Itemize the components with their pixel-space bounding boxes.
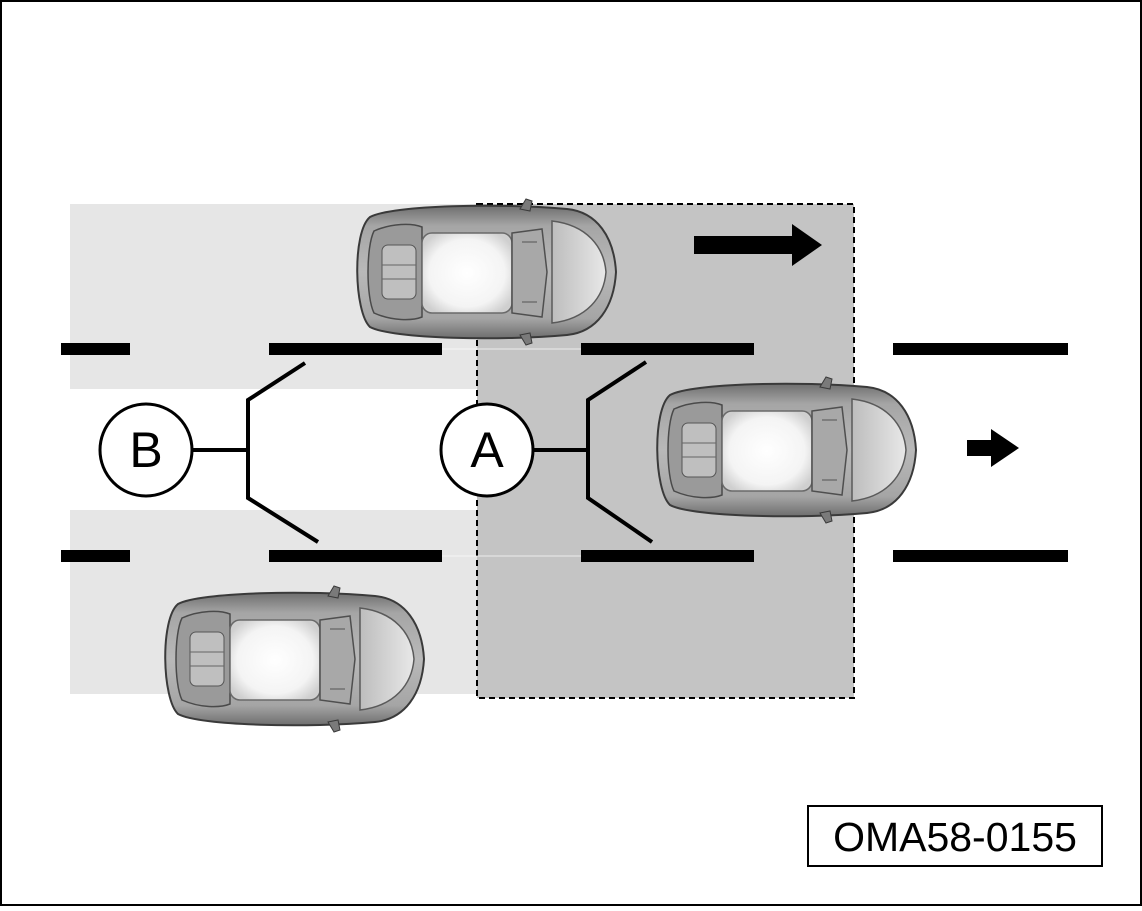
lane-marking-bottom <box>61 550 1068 562</box>
bracket-b <box>193 361 320 544</box>
car-top-view-icon <box>656 376 917 524</box>
car-top-view-icon <box>356 198 617 346</box>
bracket-a <box>533 360 654 544</box>
label-b-text: B <box>129 422 162 478</box>
label-a-text: A <box>470 422 504 478</box>
figure-code: OMA58-0155 <box>833 814 1077 860</box>
arrow-right-icon <box>694 224 822 266</box>
lane-marking-top <box>61 343 1068 355</box>
label-a: A <box>439 402 535 498</box>
label-b: B <box>98 402 194 498</box>
figure-code-box: OMA58-0155 <box>807 805 1103 867</box>
car-top-view-icon <box>164 585 425 733</box>
arrow-right-icon <box>967 429 1019 467</box>
